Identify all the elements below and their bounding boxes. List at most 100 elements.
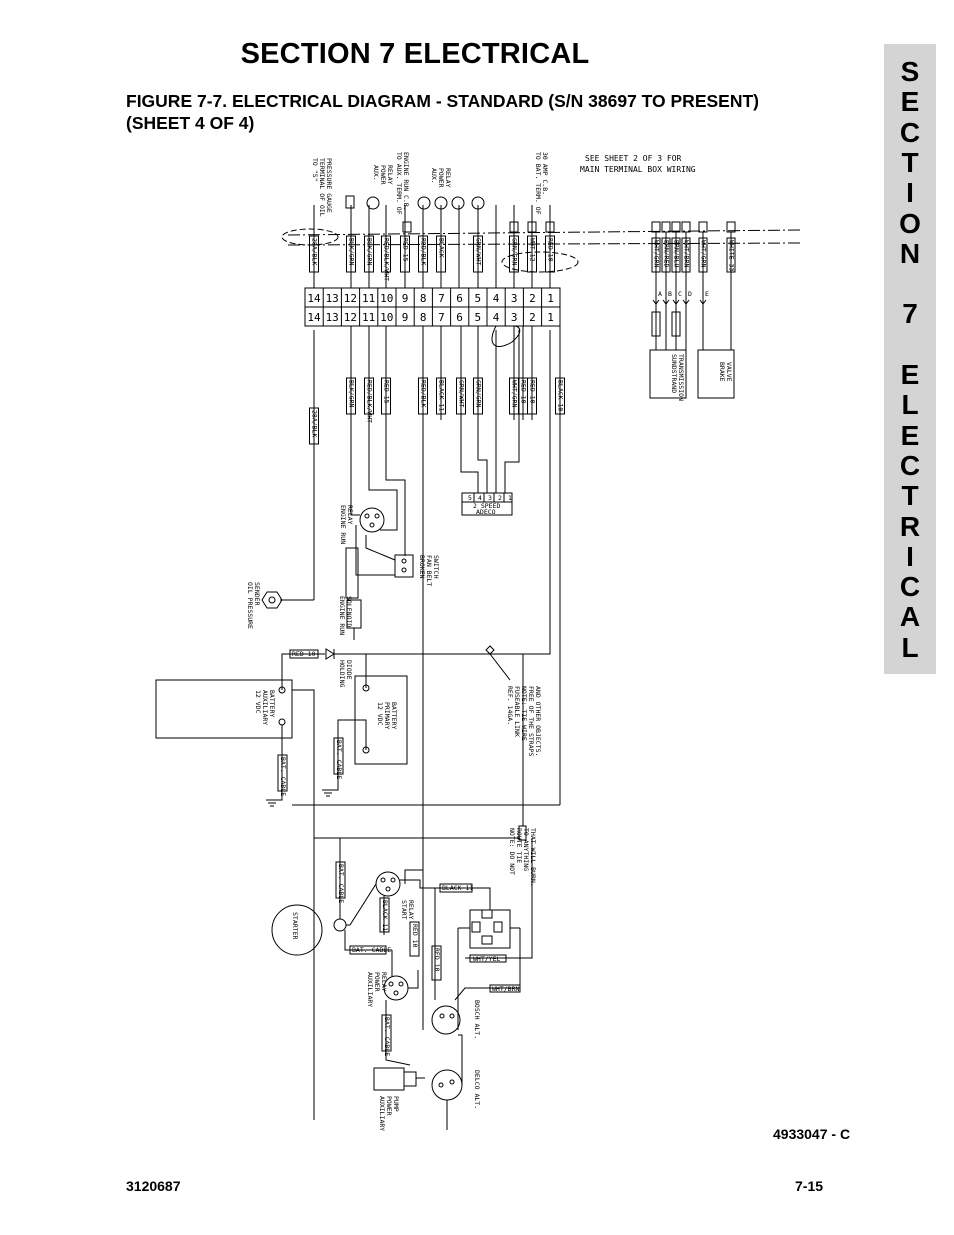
wire-tag <box>509 235 519 273</box>
side-tab-letter: N <box>899 237 921 269</box>
bosch-label: BOSCH ALT. <box>473 1000 481 1039</box>
terminal-number: 12 <box>344 292 357 305</box>
terminal-number: 6 <box>456 311 463 324</box>
primary-battery-label: 12 VDC PRIMARY BATTERY <box>376 702 398 733</box>
wire-label: BRN/BLU <box>673 240 681 267</box>
engine-run-relay <box>359 507 385 533</box>
sundstrand-label: SUNDSTRAND TRANSMISSION <box>670 354 685 401</box>
label-oil-gauge: TO "S" TERMINAL OF OIL PRESSURE GAUGE <box>311 158 333 221</box>
side-tab-letter: A <box>899 601 921 633</box>
oil-sender-label: OIL PRESSURE SENDER <box>246 582 261 633</box>
side-tab-letter: E <box>900 86 920 118</box>
side-tab-letter: S <box>900 56 920 87</box>
solenoid-label: ENGINE RUN SOLENOID <box>338 596 353 639</box>
wire-label: WHITE 33 <box>728 240 736 271</box>
svg-text:WHT/YEL: WHT/YEL <box>473 955 500 963</box>
wire-tag <box>309 235 319 273</box>
side-tab-letter: T <box>901 480 919 512</box>
drawing-number: 4933047 - C <box>773 1126 851 1142</box>
terminal-number: 4 <box>493 311 500 324</box>
section-title: SECTION 7 ELECTRICAL <box>240 38 590 70</box>
wire-tag <box>381 235 391 273</box>
wire-tag <box>364 235 374 273</box>
svg-text:BLACK 11: BLACK 11 <box>442 884 473 892</box>
side-tab-letter: T <box>901 146 919 178</box>
wire-label: RED/BLK <box>420 238 428 265</box>
terminal-number: 8 <box>420 292 427 305</box>
terminal-number: 6 <box>456 292 463 305</box>
wht-yel-tag <box>469 954 507 963</box>
delco-alternator <box>431 1069 463 1101</box>
terminal-number: 3 <box>511 311 518 324</box>
wire-tag <box>661 237 671 273</box>
svg-text:BAT. CABLE: BAT. CABLE <box>279 757 287 796</box>
terminal-number: 13 <box>326 311 339 324</box>
wire-label: BLK/GRN <box>366 238 374 265</box>
red10-tag <box>289 649 319 659</box>
label-aux-power-relay-1: AUX. POWER RELAY <box>372 165 394 189</box>
wire-label: WHT 12 <box>529 238 537 262</box>
brake-valve-label: BRAKE VALVE <box>718 362 733 386</box>
connector-pin-letter: A <box>658 290 662 298</box>
wire-label: 28A/BLK <box>311 238 319 265</box>
oil-pressure-sender <box>261 591 283 609</box>
svg-text:BAT. CABLE: BAT. CABLE <box>335 740 343 779</box>
aux-battery-label: 12 VDC AUXILIARY BATTERY <box>254 690 276 729</box>
wire-label: RED 10 <box>520 380 528 404</box>
terminal-number: 9 <box>402 311 409 324</box>
label-30amp-cb: TO BAT. TERM. OF 30 AMP C.B. <box>534 152 549 219</box>
bat-cable-tag-3 <box>335 861 346 899</box>
svg-text:BAT. CABLE: BAT. CABLE <box>383 1017 391 1056</box>
terminal-number: 2 <box>529 292 536 305</box>
red10-tag-3 <box>431 945 442 981</box>
bat-cable-tag-5 <box>381 1014 392 1052</box>
terminal-number: 13 <box>326 292 339 305</box>
fan-switch-label: BROKEN FAN BELT SWITCH <box>418 555 440 590</box>
terminal-number: 5 <box>474 311 481 324</box>
side-tab-letter: L <box>901 389 919 421</box>
svg-text:BAT. CABLE: BAT. CABLE <box>352 946 391 954</box>
terminal-number: 10 <box>380 292 393 305</box>
fuse-note: REF. 14GA. FUSEABLE LINK NOTE: TIE WIRE … <box>506 686 542 760</box>
holding-diode-label: HOLDING DIODE <box>338 660 353 691</box>
figure-caption-line-2: (SHEET 4 OF 4) <box>126 113 255 133</box>
figure-caption-line-1: FIGURE 7-7. ELECTRICAL DIAGRAM - STANDAR… <box>126 91 759 111</box>
side-tab-letter: E <box>900 359 920 390</box>
wire-tag <box>651 237 661 273</box>
terminal-number: 3 <box>511 292 518 305</box>
wire-label: BLACK 11 <box>438 380 446 411</box>
side-tab-letter: C <box>899 449 921 481</box>
side-tab-letter: I <box>906 177 914 209</box>
connector-pin-letter: E <box>705 290 709 298</box>
terminal-number: 11 <box>362 311 375 324</box>
red10-tag-2 <box>409 921 420 957</box>
terminal-number: 4 <box>493 292 500 305</box>
side-tab-letter: I <box>906 540 914 572</box>
svg-text:RED 10: RED 10 <box>292 650 316 658</box>
wire-tag <box>400 235 410 273</box>
wire-tag <box>436 235 446 273</box>
svg-text:RED 10: RED 10 <box>433 948 441 972</box>
side-tab-letter: 7 <box>902 298 918 330</box>
side-tab-letter: E <box>900 419 920 451</box>
wire-label: GRN/WHT <box>475 238 483 265</box>
engine-run-relay-label: ENGINE RUN RELAY <box>339 505 354 548</box>
adeco-pin-number: 3 <box>488 494 492 502</box>
wire-tag <box>726 237 736 273</box>
adeco-pin-number: 2 <box>498 494 502 502</box>
wire-tag <box>527 377 537 415</box>
terminal-number: 10 <box>380 311 393 324</box>
page-number: 7-15 <box>795 1178 824 1194</box>
wire-tag <box>346 235 356 273</box>
adeco-pin-number: 4 <box>478 494 482 502</box>
aux-pump-label: AUXILIARY POWER PUMP <box>378 1096 400 1135</box>
connector-pin-letter: D <box>688 290 692 298</box>
wire-label: BLK/GRN <box>348 238 356 265</box>
wire-tag <box>436 377 446 415</box>
terminal-number: 7 <box>438 292 445 305</box>
solenoid-wires <box>345 547 359 599</box>
terminal-number: 11 <box>362 292 375 305</box>
wire-tag <box>698 237 708 273</box>
terminal-number: 1 <box>547 311 554 324</box>
